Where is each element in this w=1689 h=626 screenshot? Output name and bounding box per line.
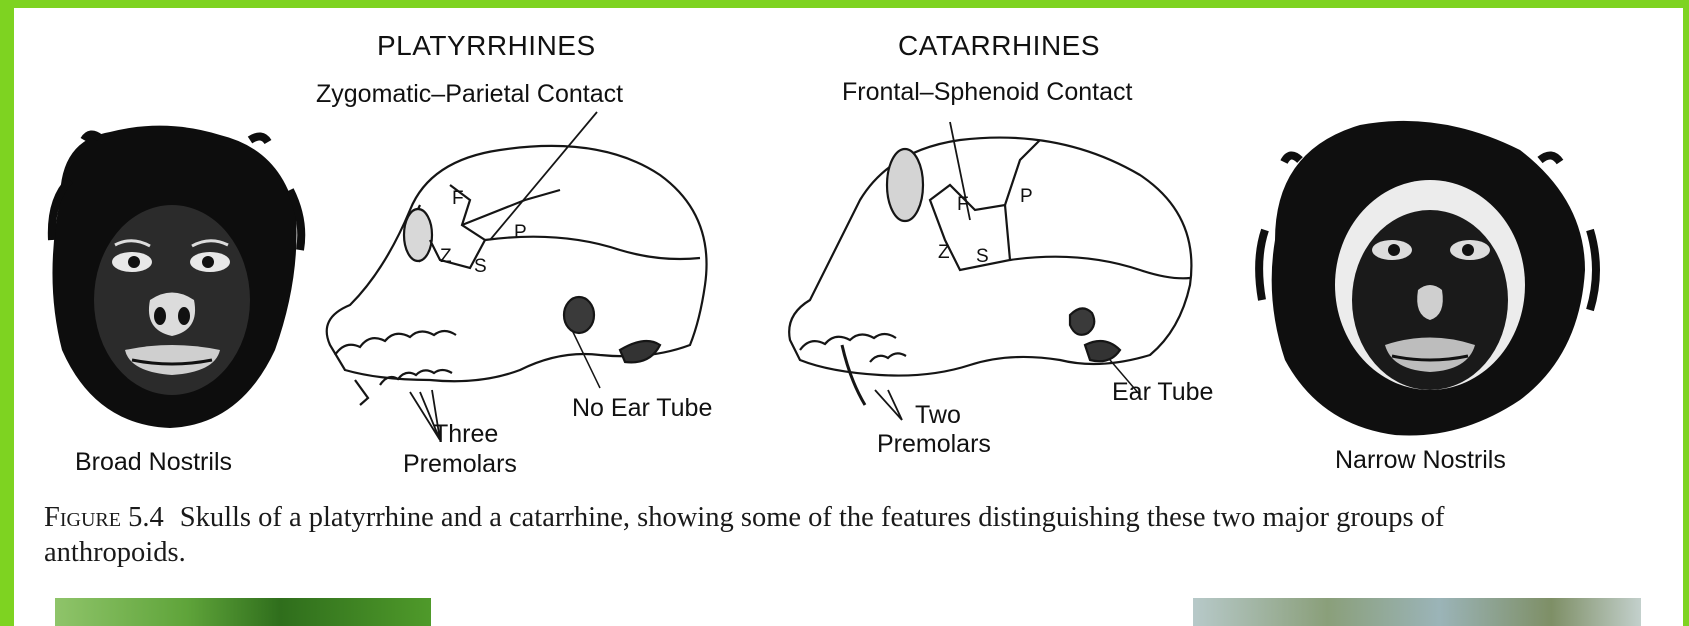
frontal-sphenoid-contact-label: Frontal–Sphenoid Contact [842,78,1132,107]
platyrrhine-face-illustration [52,126,301,428]
zygomatic-parietal-contact-label: Zygomatic–Parietal Contact [316,80,623,109]
narrow-nostrils-label: Narrow Nostrils [1335,446,1506,474]
platyrrhine-skull-illustration [327,112,707,440]
two-premolars-label-line1: Two [915,401,961,429]
catarrhine-skull-illustration [789,122,1191,420]
foliage-photo-left [55,598,431,626]
platyrrhine-bone-sphenoid: S [474,256,487,277]
no-ear-tube-label: No Ear Tube [572,394,712,422]
platyrrhine-bone-parietal: P [514,222,527,243]
ear-tube-label: Ear Tube [1112,378,1213,406]
catarrhine-bone-sphenoid: S [976,246,989,267]
catarrhines-heading: CATARRHINES [898,30,1100,62]
three-premolars-label-line2: Premolars [403,450,517,478]
foliage-photo-right [1193,598,1641,626]
catarrhine-face-illustration [1259,121,1596,436]
platyrrhine-bone-frontal: F [452,188,464,209]
figure-number: Figure 5.4 [44,502,164,533]
figure-caption-text: Skulls of a platyrrhine and a catarrhine… [44,502,1445,568]
platyrrhines-heading: PLATYRRHINES [377,30,596,62]
broad-nostrils-label: Broad Nostrils [75,448,232,476]
catarrhine-bone-frontal: F [957,194,969,215]
two-premolars-label-line2: Premolars [877,430,991,458]
platyrrhine-bone-zygomatic: Z [440,246,452,267]
catarrhine-bone-zygomatic: Z [938,242,950,263]
catarrhine-bone-parietal: P [1020,186,1033,207]
three-premolars-label-line1: Three [433,420,498,448]
